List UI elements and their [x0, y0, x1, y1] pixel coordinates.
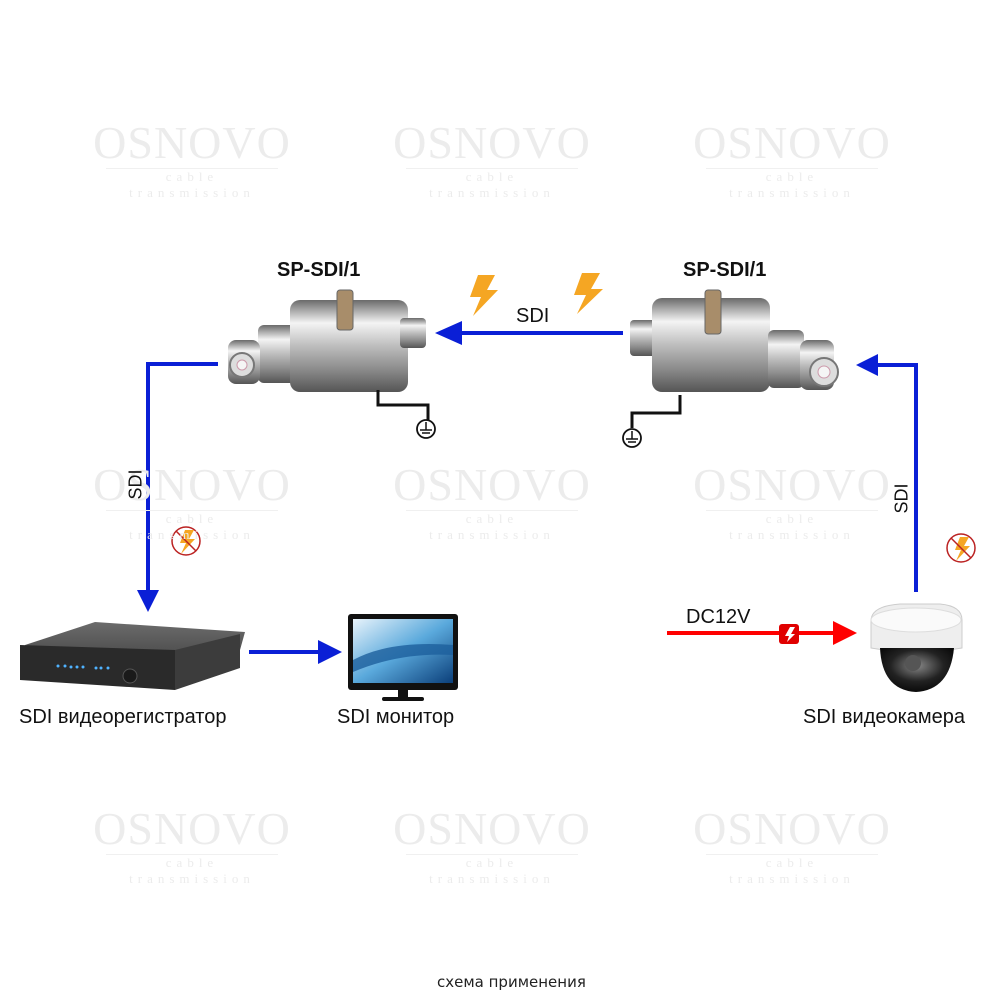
- no-lightning-icon: [946, 533, 976, 563]
- sdi-left-label: SDI: [125, 469, 146, 500]
- arrowhead: [435, 321, 462, 345]
- video-link-monitor: [249, 640, 342, 664]
- monitor-label: SDI монитор: [337, 706, 455, 728]
- power-link: [667, 621, 857, 645]
- dvr-device: [20, 622, 245, 690]
- arrowhead: [856, 354, 878, 376]
- arrowhead: [318, 640, 342, 664]
- ground-icon: [622, 428, 642, 448]
- surge-protector-left: [228, 289, 426, 392]
- sdi-link-top: [435, 321, 623, 345]
- no-lightning-icon: [171, 526, 201, 556]
- protector-left-model: SP-SDI/1: [277, 259, 361, 281]
- diagram-caption: схема применения: [437, 973, 586, 991]
- sdi-top-label: SDI: [516, 305, 550, 327]
- dvr-label: SDI видеорегистратор: [19, 706, 227, 728]
- sdi-right-label: SDI: [891, 483, 912, 514]
- monitor-device: [348, 614, 458, 701]
- ground-wire-left: [376, 390, 430, 420]
- sdi-link-left: [137, 362, 218, 612]
- ground-icon: [416, 419, 436, 439]
- camera-label: SDI видеокамера: [803, 706, 966, 728]
- protector-right-model: SP-SDI/1: [683, 259, 767, 281]
- power-surge-protector-icon: [779, 624, 799, 644]
- arrowhead: [137, 590, 159, 612]
- ground-wire-right: [630, 395, 682, 428]
- lightning-icon: [470, 275, 498, 316]
- power-label: DC12V: [686, 606, 751, 628]
- arrowhead: [833, 621, 857, 645]
- sdi-link-right: [856, 354, 918, 592]
- dome-camera: [870, 603, 963, 692]
- surge-protector-right: [630, 289, 839, 392]
- lightning-icon: [574, 273, 603, 314]
